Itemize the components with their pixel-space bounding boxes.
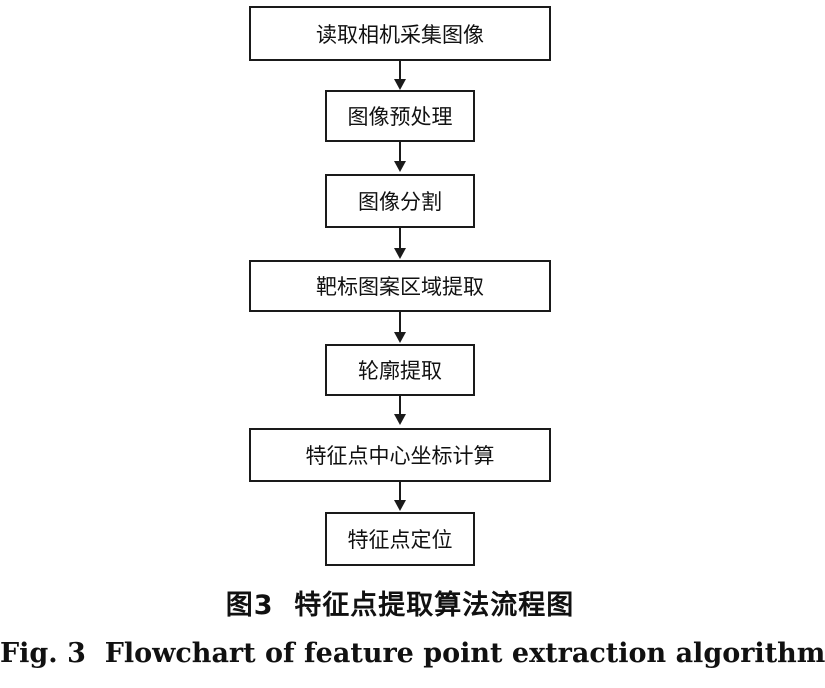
flowchart: 读取相机采集图像 图像预处理 图像分割 靶标图案区域提取 轮廓提取 特征点中心坐…: [249, 6, 551, 566]
step-contour-extraction: 轮廓提取: [325, 344, 475, 396]
step-feature-point-localization: 特征点定位: [325, 512, 475, 566]
figure-caption-chinese: 图3 特征点提取算法流程图: [225, 590, 575, 621]
arrowhead-2: [394, 161, 406, 172]
connector-2: [399, 142, 401, 162]
arrowhead-4: [394, 332, 406, 343]
figure-caption-english: Fig. 3 Flowchart of feature point extrac…: [0, 638, 825, 669]
step-feature-center-calculation: 特征点中心坐标计算: [249, 428, 551, 482]
connector-1: [399, 61, 401, 80]
step-read-camera-image: 读取相机采集图像: [249, 6, 551, 61]
arrowhead-5: [394, 414, 406, 425]
step-image-preprocessing: 图像预处理: [325, 90, 475, 142]
connector-5: [399, 396, 401, 415]
arrowhead-1: [394, 79, 406, 90]
step-target-region-extraction: 靶标图案区域提取: [249, 260, 551, 312]
connector-3: [399, 228, 401, 249]
connector-4: [399, 312, 401, 333]
step-image-segmentation: 图像分割: [325, 174, 475, 228]
arrowhead-6: [394, 500, 406, 511]
arrowhead-3: [394, 248, 406, 259]
connector-6: [399, 482, 401, 501]
